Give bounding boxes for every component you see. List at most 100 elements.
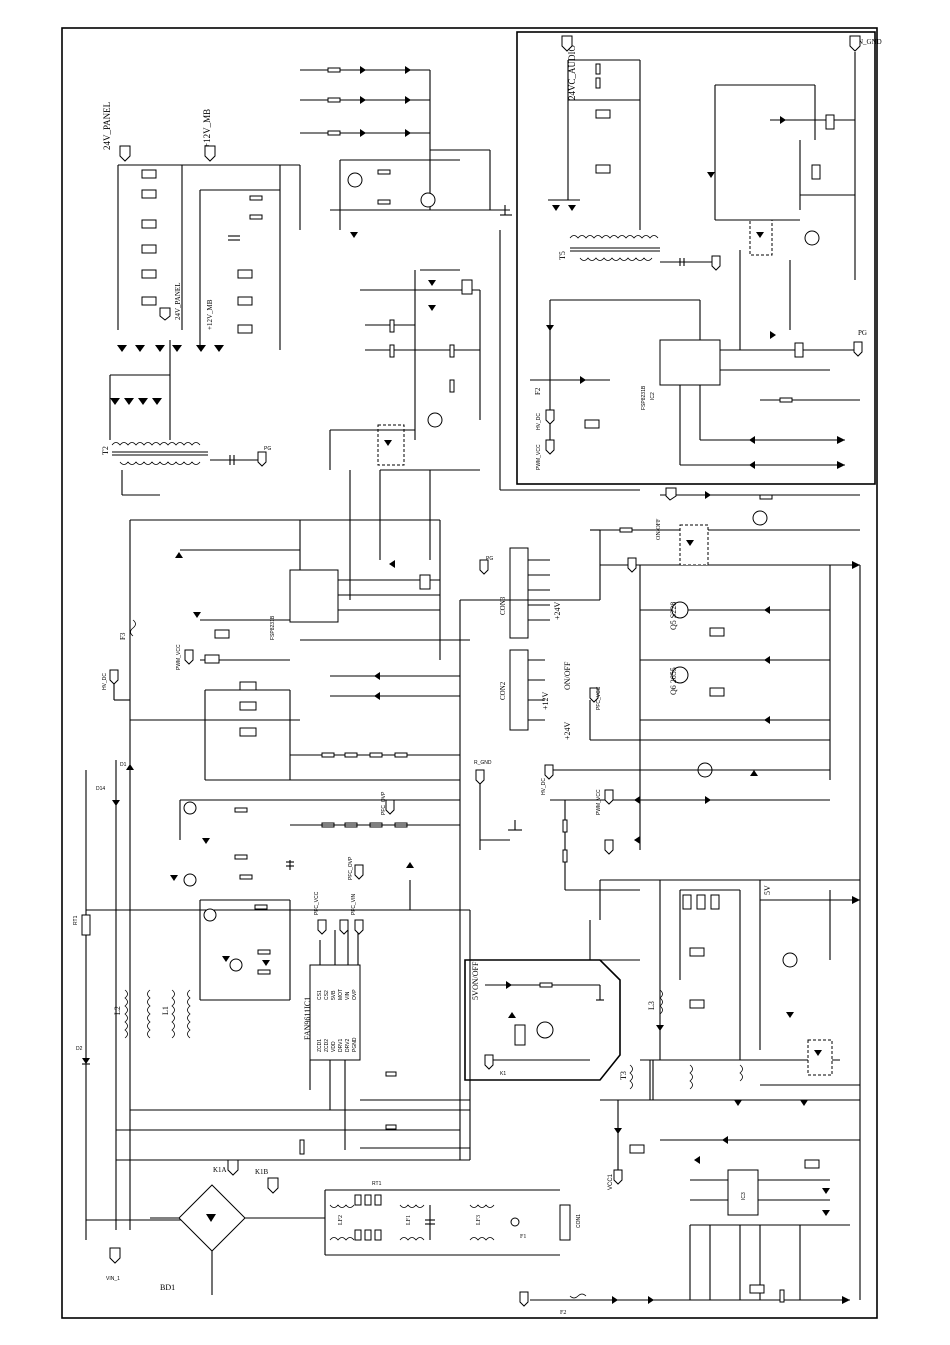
ic3 bbox=[727, 1169, 759, 1216]
fan-ic-label: FAN9611IC1 bbox=[303, 997, 312, 1040]
ic3-label: IC3 bbox=[741, 1192, 747, 1200]
f2-audio-label: F2 bbox=[534, 387, 542, 395]
fan-pin-4: DRV2 bbox=[345, 1039, 351, 1052]
fan-pin-12: 5VB bbox=[331, 990, 337, 1000]
onoff2-label: ON/OFF bbox=[563, 661, 572, 690]
fan-pin-0: ZCD1 bbox=[317, 1039, 323, 1052]
pg-label-mid: PG bbox=[486, 556, 493, 562]
relay-block: 5V ON/OFF K1 bbox=[471, 961, 604, 1077]
r-gnd-label: R_GND bbox=[474, 760, 492, 766]
hv-dc-label: HV_DC bbox=[102, 673, 108, 690]
f1-label: F1 bbox=[520, 1234, 526, 1240]
fan-pin-14: VIN bbox=[345, 991, 351, 1000]
fan-pin-11: CS2 bbox=[324, 990, 330, 1000]
fsp-label: FSP8231B bbox=[270, 615, 276, 640]
standby-switch: ON/OFF Q5 S228 Q6 2655 PFC_VCC HV_DC PWM… bbox=[541, 487, 860, 891]
l2-label: L2 bbox=[113, 1006, 122, 1015]
five-v-label: 5V bbox=[763, 885, 772, 895]
top-feedback bbox=[270, 66, 512, 600]
input-section: RT1 D2 D14 D1 BD1 VIN_1 K1A K1B L2 L1 bbox=[73, 720, 470, 1295]
lf1-label: LF1 bbox=[406, 1215, 412, 1225]
rail-24v-panel-inner: 24V_PANEL bbox=[174, 283, 182, 320]
on-off-label: ON/OFF bbox=[656, 518, 662, 540]
fan-pin-15: OVP bbox=[352, 989, 358, 1000]
pwm-controller-main: FSP8231B PWM_VCC F3 HV_DC PG bbox=[102, 519, 493, 721]
cn2-label: CON2 bbox=[499, 681, 507, 700]
q6-label: Q6 2655 bbox=[669, 667, 678, 695]
rail-24v-panel: 24V_PANEL bbox=[102, 102, 112, 150]
fan9611-ic bbox=[309, 964, 361, 1061]
fan-pin-3: DRV1 bbox=[338, 1039, 344, 1052]
hv-dc-label-2: HV_DC bbox=[541, 778, 547, 795]
k1a-label: K1A bbox=[213, 1166, 227, 1174]
fan-pin-2: VDD bbox=[331, 1041, 337, 1052]
n-gnd-label: N_GND bbox=[858, 38, 882, 46]
pfc-controller: FAN9611IC1 ZCD1 ZCD2 VDD DRV1 DRV2 PGND … bbox=[299, 856, 470, 1155]
q5 bbox=[671, 601, 689, 619]
audio-block-frame bbox=[516, 31, 876, 485]
p12-label: +12V bbox=[541, 691, 550, 710]
audio-24vc-label: 24VC_AUDIO bbox=[567, 45, 577, 100]
emi-filter: LF2 LF1 LF3 F1 CON1 RT1 bbox=[324, 1181, 582, 1256]
pg-label-t2: PG bbox=[264, 446, 271, 452]
cn3-label: CON3 bbox=[499, 596, 507, 615]
pfc-ovp-label: PFC_OVP bbox=[348, 856, 354, 880]
ic2 bbox=[659, 339, 721, 386]
lf3-label: LF3 bbox=[476, 1215, 482, 1225]
interconnect bbox=[299, 165, 861, 1300]
bd1-label: BD1 bbox=[160, 1283, 175, 1292]
con2 bbox=[509, 649, 529, 731]
pfc-power-stage: PFC_OVP R_GND bbox=[170, 600, 522, 1160]
pfc-vcc-label: PFC_VCC bbox=[314, 891, 320, 915]
pg-label-audio: PG bbox=[858, 329, 867, 337]
d1-label: D1 bbox=[120, 762, 127, 768]
optocoupler-ic7 bbox=[679, 524, 709, 566]
cn1-label: CON1 bbox=[576, 1214, 582, 1228]
q6 bbox=[671, 666, 689, 684]
pwm-vcc-audio-label: PWM_VCC bbox=[536, 444, 542, 470]
q5-label: Q5 S228 bbox=[669, 602, 678, 630]
on-off-box-label: ON/OFF bbox=[471, 961, 480, 990]
pwm-vcc-label-2: PWM_VCC bbox=[596, 789, 602, 815]
k1b-label: K1B bbox=[255, 1168, 269, 1176]
pfc-vcc-label-2: PFC_VCC bbox=[596, 686, 602, 710]
rail-12v-mb-inner: +12V_MB bbox=[206, 299, 214, 330]
fa-label: F3 bbox=[119, 632, 127, 640]
pfc-ovp-label-2: PFC_OVP bbox=[381, 791, 387, 815]
d2-label: D2 bbox=[76, 1046, 83, 1052]
ic2-label: IC2 bbox=[650, 392, 656, 400]
standby-converter: 5V L3 T3 VCC1 bbox=[519, 879, 860, 1316]
vcc1-label: VCC1 bbox=[608, 1173, 614, 1190]
fan-pin-13: MOT bbox=[338, 989, 344, 1000]
output-stage-main: 24V_PANEL +12V_MB 24V_PANEL T2 bbox=[101, 102, 300, 496]
fan-pin-5: PGND bbox=[352, 1037, 358, 1052]
t2-label: T2 bbox=[101, 446, 110, 455]
audio-block: 24VC_AUDIO N_GND T5 bbox=[530, 35, 882, 470]
5v-box-label: 5V bbox=[471, 990, 480, 1000]
vin-label: VIN_1 bbox=[106, 1276, 120, 1282]
t5-label: T5 bbox=[558, 251, 567, 260]
rail-12v-mb: +12V_MB bbox=[202, 109, 212, 148]
t3-label: T3 bbox=[619, 1071, 628, 1080]
fan-pin-10: CS1 bbox=[317, 990, 323, 1000]
k1-label: K1 bbox=[500, 1071, 506, 1077]
fsp2-label: FSP8231B bbox=[641, 385, 647, 410]
fan-pin-1: ZCD2 bbox=[324, 1039, 330, 1052]
rt1-label: RT1 bbox=[372, 1181, 382, 1187]
con3 bbox=[509, 547, 529, 639]
connectors: CON3 CON2 +24V +12V +24V ON/OFF bbox=[499, 547, 572, 740]
outer-frame bbox=[61, 27, 878, 1319]
l3-label: L3 bbox=[647, 1001, 656, 1010]
lf2-label: LF2 bbox=[338, 1215, 344, 1225]
rt-label: RT1 bbox=[73, 915, 79, 925]
hv-dc-audio-label: HV_DC bbox=[536, 413, 542, 430]
f2-label: F2 bbox=[560, 1310, 566, 1316]
l1-label: L1 bbox=[161, 1006, 170, 1015]
pfc-vin-label: PFC_VIN bbox=[351, 893, 357, 915]
p24-label: +24V bbox=[553, 601, 562, 620]
fsp8231-ic bbox=[289, 569, 339, 623]
p24b-label: +24V bbox=[563, 721, 572, 740]
pwm-vcc-label: PWM_VCC bbox=[176, 644, 182, 670]
d14-label: D14 bbox=[96, 786, 105, 792]
